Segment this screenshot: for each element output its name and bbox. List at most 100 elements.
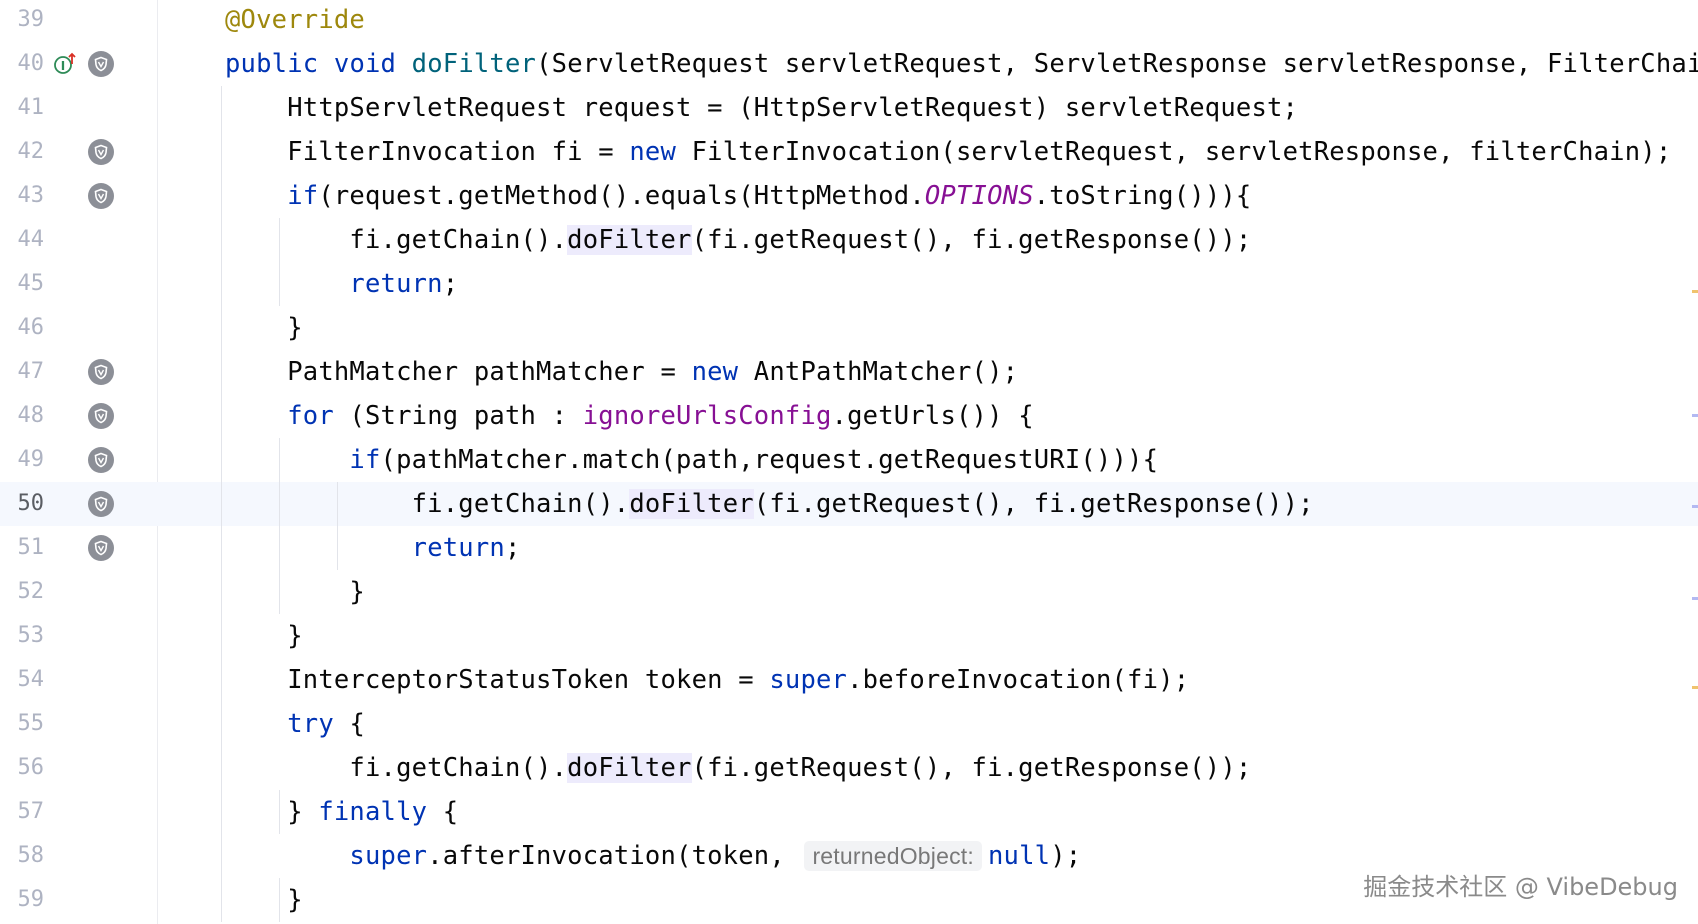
line-number[interactable]: 49: [17, 447, 45, 472]
line-number[interactable]: 50: [17, 491, 45, 516]
scrollbar-marker[interactable]: [1692, 597, 1698, 600]
code-line[interactable]: 44 fi.getChain().doFilter(fi.getRequest(…: [0, 218, 1698, 262]
gutter-divider: [157, 0, 158, 924]
code-token: }: [225, 577, 365, 607]
line-number[interactable]: 41: [17, 95, 45, 120]
code-token: );: [1050, 841, 1082, 871]
line-number[interactable]: 43: [17, 183, 45, 208]
code-line[interactable]: 41 HttpServletRequest request = (HttpSer…: [0, 86, 1698, 130]
line-number[interactable]: 53: [17, 623, 45, 648]
indent-guide: [279, 218, 280, 306]
security-shield-icon[interactable]: [88, 491, 114, 517]
code-text[interactable]: for (String path : ignoreUrlsConfig.getU…: [225, 394, 1034, 438]
code-text[interactable]: return;: [225, 526, 521, 570]
code-line[interactable]: 47 PathMatcher pathMatcher = new AntPath…: [0, 350, 1698, 394]
code-line[interactable]: 39 @Override: [0, 0, 1698, 42]
code-text[interactable]: }: [225, 614, 303, 658]
security-shield-icon[interactable]: [88, 51, 114, 77]
code-line[interactable]: 50 fi.getChain().doFilter(fi.getRequest(…: [0, 482, 1698, 526]
code-line[interactable]: 56 fi.getChain().doFilter(fi.getRequest(…: [0, 746, 1698, 790]
line-number[interactable]: 58: [17, 843, 45, 868]
security-shield-icon[interactable]: [88, 447, 114, 473]
code-text[interactable]: public void doFilter(ServletRequest serv…: [225, 42, 1698, 86]
code-token: [225, 181, 287, 211]
indent-guide: [279, 790, 280, 834]
code-token: doFilter: [629, 489, 754, 519]
line-number[interactable]: 45: [17, 271, 45, 296]
line-number[interactable]: 44: [17, 227, 45, 252]
code-line[interactable]: 46 }: [0, 306, 1698, 350]
scrollbar-marker[interactable]: [1692, 686, 1698, 689]
line-number[interactable]: 59: [17, 887, 45, 912]
line-number[interactable]: 46: [17, 315, 45, 340]
scrollbar-marker[interactable]: [1692, 505, 1698, 508]
scrollbar-marker[interactable]: [1692, 290, 1698, 293]
line-number[interactable]: 47: [17, 359, 45, 384]
code-line[interactable]: 59 }: [0, 878, 1698, 922]
code-token: super: [769, 665, 848, 695]
code-text[interactable]: super.afterInvocation(token, returnedObj…: [225, 834, 1081, 878]
line-number[interactable]: 56: [17, 755, 45, 780]
code-token: FilterInvocation fi =: [225, 137, 630, 167]
code-line[interactable]: 57 } finally {: [0, 790, 1698, 834]
code-text[interactable]: } finally {: [225, 790, 458, 834]
code-line[interactable]: 45 return;: [0, 262, 1698, 306]
code-line[interactable]: 51 return;: [0, 526, 1698, 570]
line-number[interactable]: 51: [17, 535, 45, 560]
code-line[interactable]: 58 super.afterInvocation(token, returned…: [0, 834, 1698, 878]
line-number[interactable]: 52: [17, 579, 45, 604]
line-number[interactable]: 54: [17, 667, 45, 692]
code-token: void: [333, 49, 397, 79]
code-token: HttpServletRequest request = (HttpServle…: [225, 93, 1299, 123]
line-number[interactable]: 39: [17, 7, 45, 32]
line-number[interactable]: 40: [17, 51, 45, 76]
code-text[interactable]: if(request.getMethod().equals(HttpMethod…: [225, 174, 1251, 218]
code-text[interactable]: }: [225, 878, 303, 922]
code-token: }: [225, 313, 303, 343]
code-text[interactable]: return;: [225, 262, 458, 306]
code-text[interactable]: PathMatcher pathMatcher = new AntPathMat…: [225, 350, 1018, 394]
code-text[interactable]: InterceptorStatusToken token = super.bef…: [225, 658, 1189, 702]
code-line[interactable]: 49 if(pathMatcher.match(path,request.get…: [0, 438, 1698, 482]
line-number[interactable]: 42: [17, 139, 45, 164]
code-line[interactable]: 54 InterceptorStatusToken token = super.…: [0, 658, 1698, 702]
code-token: .afterInvocation(token,: [427, 841, 801, 871]
code-text[interactable]: HttpServletRequest request = (HttpServle…: [225, 86, 1298, 130]
code-text[interactable]: fi.getChain().doFilter(fi.getRequest(), …: [225, 218, 1251, 262]
security-shield-icon[interactable]: [88, 139, 114, 165]
code-token: @Override: [225, 5, 365, 35]
security-shield-icon[interactable]: [88, 359, 114, 385]
security-shield-icon[interactable]: [88, 183, 114, 209]
code-text[interactable]: try {: [225, 702, 365, 746]
implements-method-icon[interactable]: I: [53, 52, 77, 76]
code-text[interactable]: }: [225, 306, 303, 350]
code-text[interactable]: fi.getChain().doFilter(fi.getRequest(), …: [225, 746, 1251, 790]
code-text[interactable]: if(pathMatcher.match(path,request.getReq…: [225, 438, 1158, 482]
code-line[interactable]: 53 }: [0, 614, 1698, 658]
code-token: [225, 709, 287, 739]
code-text[interactable]: @Override: [225, 0, 365, 42]
line-number[interactable]: 55: [17, 711, 45, 736]
code-text[interactable]: }: [225, 570, 365, 614]
code-token: doFilter: [411, 49, 537, 79]
code-token: if: [287, 181, 319, 211]
indent-guide: [279, 438, 280, 614]
scrollbar-marker[interactable]: [1692, 414, 1698, 417]
code-text[interactable]: FilterInvocation fi = new FilterInvocati…: [225, 130, 1671, 174]
code-token: {: [427, 797, 459, 827]
code-token: [318, 49, 334, 79]
code-token: ;: [442, 269, 459, 299]
code-line[interactable]: 52 }: [0, 570, 1698, 614]
code-line[interactable]: 42 FilterInvocation fi = new FilterInvoc…: [0, 130, 1698, 174]
code-line[interactable]: 48 for (String path : ignoreUrlsConfig.g…: [0, 394, 1698, 438]
code-line[interactable]: 55 try {: [0, 702, 1698, 746]
code-line[interactable]: 43 if(request.getMethod().equals(HttpMet…: [0, 174, 1698, 218]
security-shield-icon[interactable]: [88, 535, 114, 561]
code-text[interactable]: fi.getChain().doFilter(fi.getRequest(), …: [225, 482, 1314, 526]
line-number[interactable]: 57: [17, 799, 45, 824]
code-token: [225, 533, 412, 563]
line-number[interactable]: 48: [17, 403, 45, 428]
security-shield-icon[interactable]: [88, 403, 114, 429]
